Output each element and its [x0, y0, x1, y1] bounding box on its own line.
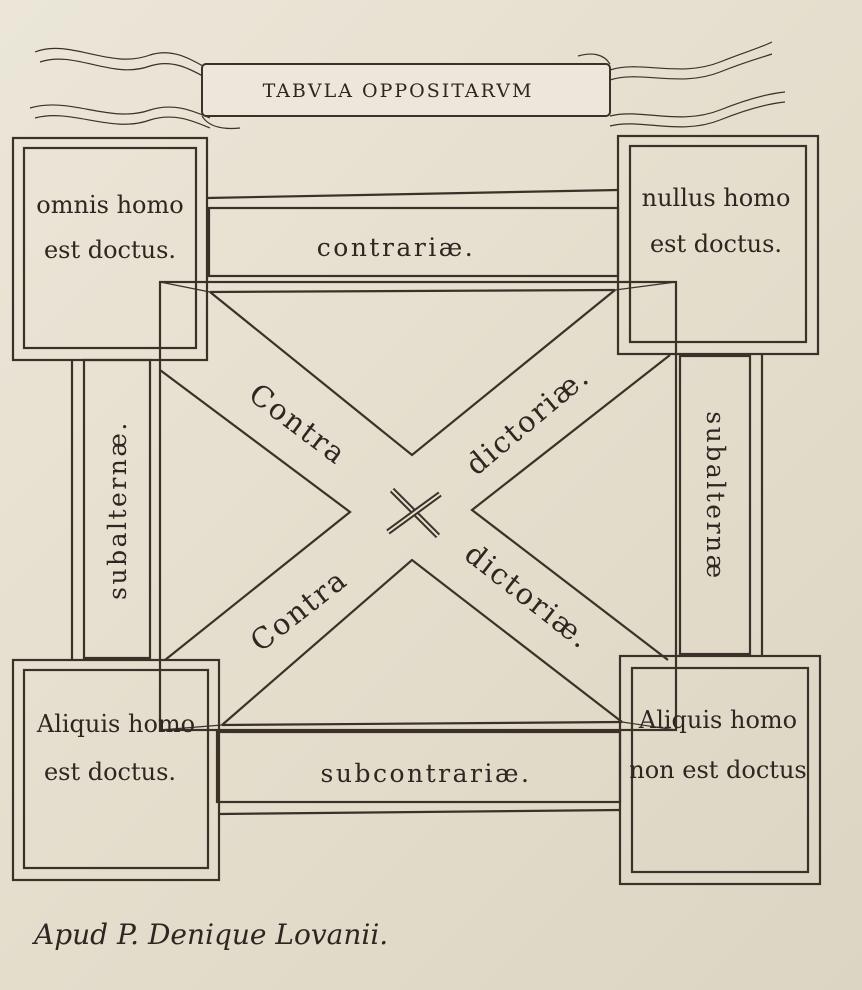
proposition-o-line2: non est doctus	[629, 756, 806, 784]
proposition-a: omnis homo	[36, 191, 183, 219]
diagonal-label-lower-left: Contra	[244, 562, 354, 658]
center-cross-mark	[386, 487, 442, 539]
diagram-title: TABVLA OPPOSITARVM	[263, 80, 534, 102]
diagonal-label-upper-right: dictoriæ.	[459, 359, 596, 482]
relation-subcontrary: subcontrariæ.	[321, 759, 532, 788]
contradictory-cross	[159, 281, 677, 731]
proposition-i: Aliquis homo	[36, 710, 195, 738]
proposition-e: nullus homo	[642, 184, 791, 212]
relation-subaltern-right: subalternæ	[701, 411, 730, 580]
proposition-i-line2: est doctus.	[44, 758, 176, 786]
diagonal-label-upper-left: Contra	[243, 376, 354, 471]
proposition-e-line2: est doctus.	[650, 230, 782, 258]
frame	[11, 134, 822, 886]
relation-contrary: contrariæ.	[317, 233, 475, 262]
proposition-o: Aliquis homo	[638, 706, 797, 734]
title-banner	[29, 41, 786, 130]
relation-subaltern-left: subalternæ.	[103, 420, 132, 600]
imprint: Apud P. Denique Lovanii.	[31, 918, 388, 951]
proposition-a-line2: est doctus.	[44, 236, 176, 264]
